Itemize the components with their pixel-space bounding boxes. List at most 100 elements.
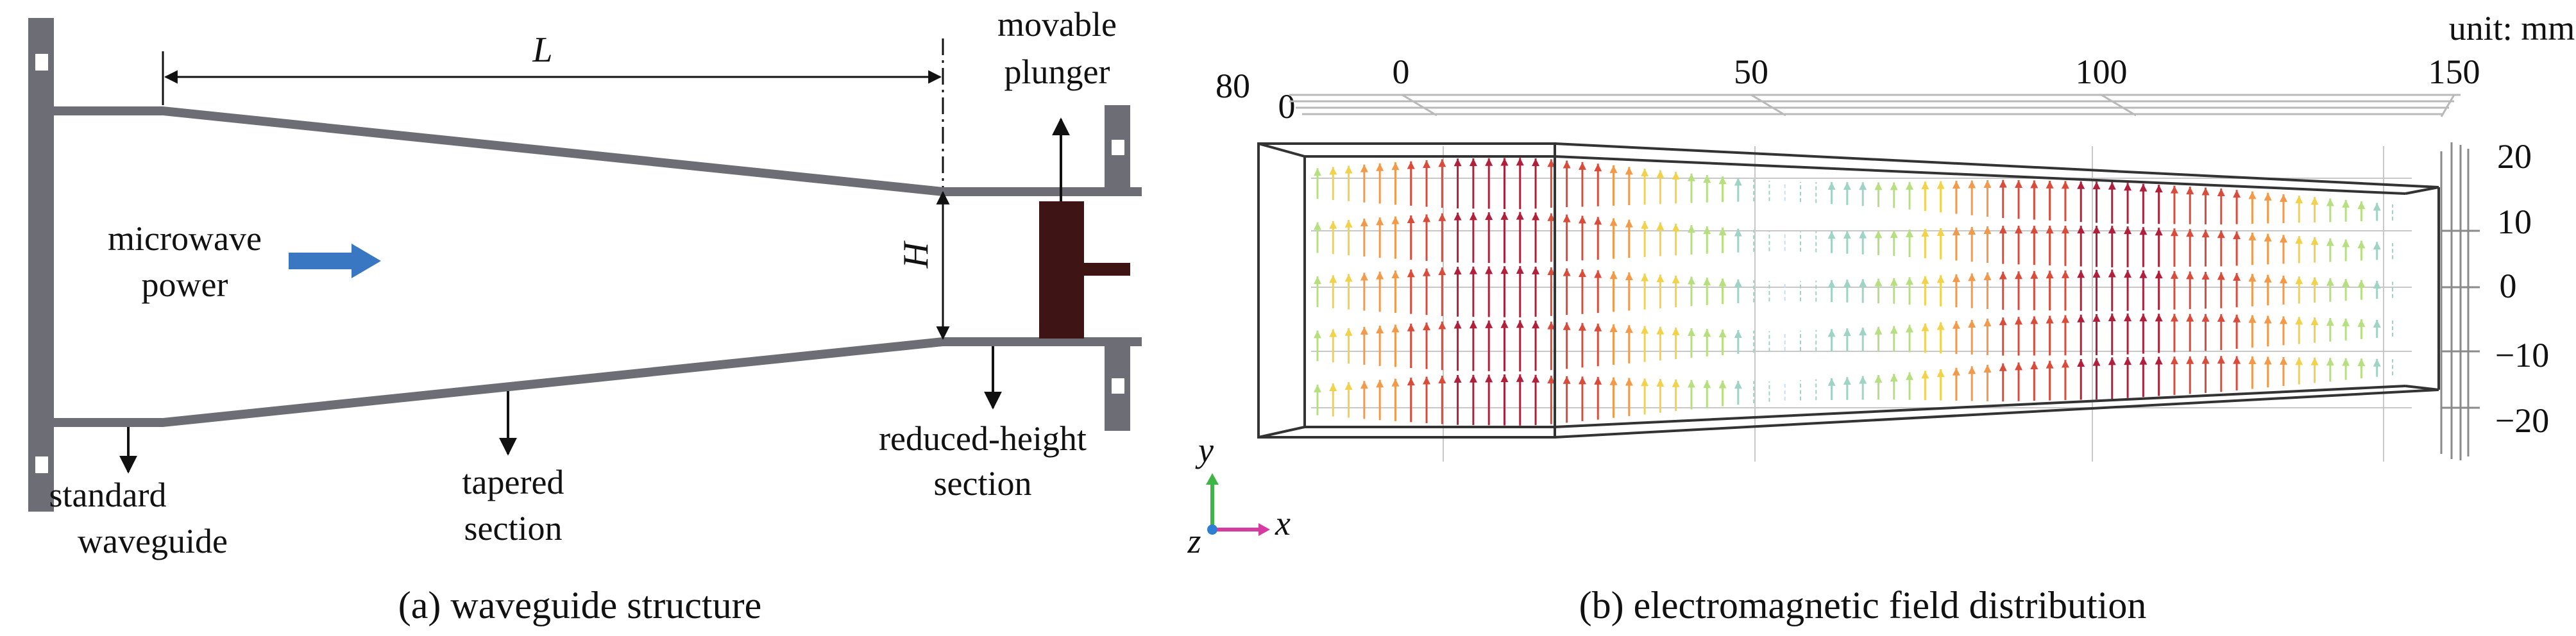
field-vector-head (2233, 272, 2241, 281)
field-vector-head (1921, 229, 1929, 237)
field-vector-head (2092, 226, 2101, 234)
caption-b: (b) electromagnetic field distribution (1579, 584, 2147, 626)
field-vector-head (2061, 181, 2069, 189)
y-tick-minus10: −10 (2495, 336, 2549, 374)
field-vector-head (2248, 232, 2257, 240)
field-vector-head (2373, 358, 2381, 367)
field-vector-head (1376, 380, 1384, 388)
field-vector-head (1952, 274, 1960, 282)
field-vector-head (1874, 230, 1883, 238)
field-vector-head (2373, 319, 2381, 328)
field-vector-head (2030, 362, 2038, 370)
dim-h-label: H (896, 240, 936, 269)
field-vector-head (2357, 240, 2366, 249)
field-vector-head (1609, 218, 1618, 226)
field-vector-head (2061, 315, 2069, 323)
field-vector-head (1874, 278, 1883, 287)
bottom-wall (54, 337, 1142, 427)
field-vector-head (1500, 320, 1509, 328)
field-vector-head (2357, 280, 2366, 288)
field-vector-head (1500, 212, 1509, 220)
field-vector-head (2061, 360, 2069, 368)
field-vector-head (2015, 226, 2023, 234)
field-vector-head (2170, 228, 2178, 237)
field-vector-head (2248, 356, 2257, 365)
y-tick-20: 20 (2497, 137, 2532, 176)
field-vector-head (1936, 369, 1945, 377)
field-vector-head (1952, 181, 1960, 189)
field-vector-head (2342, 279, 2350, 287)
field-vector-head (2373, 242, 2381, 250)
field-vector-head (1952, 321, 1960, 329)
panel-a-waveguide-structure: L H microwave power movable plunger stan… (28, 5, 1142, 626)
microwave-label: microwave (108, 219, 262, 258)
field-vector-head (1656, 326, 1665, 335)
field-vector-head (1594, 270, 1602, 278)
field-vector-head (1391, 378, 1400, 387)
field-vector-head (2186, 187, 2194, 195)
field-vector-head (1625, 219, 1633, 228)
field-vector-head (1329, 329, 1337, 337)
field-vector-head (1532, 158, 1540, 167)
field-vector-head (2108, 269, 2116, 278)
field-vector-head (1641, 378, 1649, 387)
field-vector-head (2015, 271, 2023, 280)
field-vector-head (2326, 238, 2334, 246)
field-vector-head (1329, 221, 1337, 229)
field-vector-head (2342, 318, 2350, 326)
field-vector-head (2326, 317, 2334, 326)
field-vector-head (1376, 325, 1384, 333)
z-tick-80: 80 (1216, 67, 1250, 105)
field-vector-head (1547, 159, 1555, 167)
field-vector-head (1423, 376, 1431, 385)
field-vector-head (2046, 315, 2054, 324)
field-vector-head (1376, 271, 1384, 280)
field-vector-head (1843, 328, 1851, 337)
field-vector-head (1485, 158, 1493, 166)
field-vector-head (1625, 167, 1633, 175)
field-vector-head (1672, 172, 1680, 180)
field-vector-head (1672, 379, 1680, 387)
field-vector-head (1407, 378, 1415, 386)
field-vector-head (2217, 314, 2225, 322)
field-vector-head (1344, 274, 1353, 282)
field-vector-head (1952, 227, 1960, 235)
field-vector-head (1360, 381, 1368, 389)
field-vector-head (1516, 158, 1524, 166)
panel-b-field-distribution: unit: mm 80 0 0 50 100 150 (1187, 9, 2575, 626)
field-vector-head (2124, 226, 2132, 235)
field-vector-head (1563, 214, 1571, 222)
field-vector-head (1453, 267, 1462, 275)
field-vector-head (1391, 324, 1400, 333)
field-vector-head (2310, 237, 2319, 245)
field-vector-head (1625, 378, 1633, 386)
field-vector-head (1453, 321, 1462, 329)
field-vector-head (2061, 226, 2069, 234)
field-vector-head (1391, 162, 1400, 171)
field-vector-head (2015, 317, 2023, 325)
field-vector-head (1968, 366, 1976, 374)
field-vector-head (1983, 318, 1992, 326)
field-vector-head (1344, 165, 1353, 174)
field-vector-head (1718, 176, 1727, 185)
field-vector-head (2077, 181, 2085, 189)
field-vector-head (1734, 381, 1742, 389)
field-vector-head (2310, 277, 2319, 285)
field-vector-head (1532, 212, 1540, 221)
field-vector-head (1609, 165, 1618, 173)
field-vector-head (2139, 314, 2148, 322)
field-vector-head (1360, 219, 1368, 227)
tapered-label-line1: tapered (462, 463, 564, 501)
field-vector-head (2310, 197, 2319, 205)
field-vector-head (1314, 222, 1321, 230)
field-vector-head (2373, 281, 2381, 289)
field-vector-head (2248, 315, 2257, 323)
field-vector-head (1594, 376, 1602, 385)
field-vector-head (1859, 327, 1867, 335)
field-vector-head (1578, 215, 1586, 224)
field-vector-head (1672, 275, 1680, 283)
field-vector-head (1547, 213, 1555, 221)
field-vector-head (1532, 321, 1540, 329)
field-vector-head (1594, 163, 1602, 172)
flange-hole-top (35, 54, 48, 71)
